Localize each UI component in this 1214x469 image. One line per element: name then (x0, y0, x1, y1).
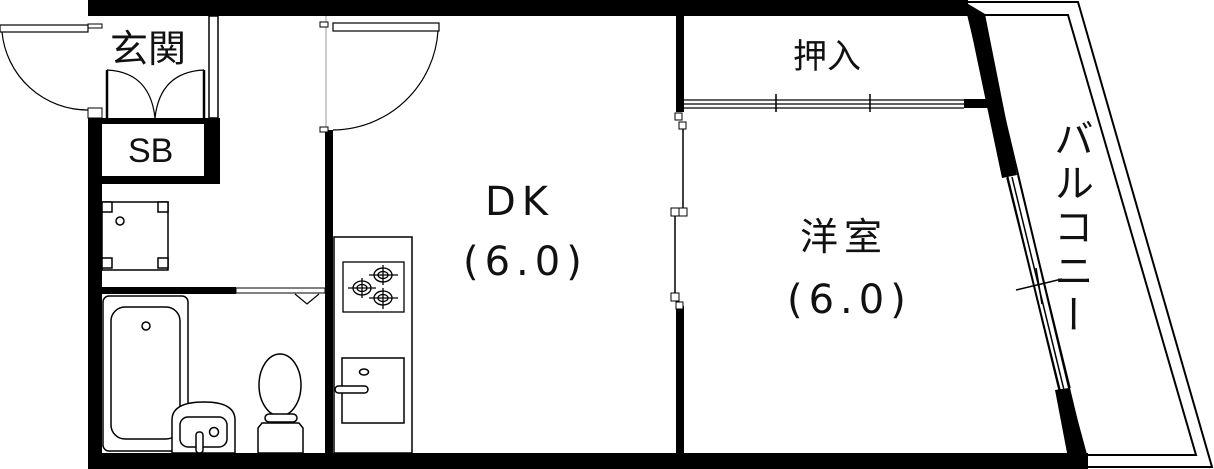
gas-stove (342, 261, 405, 313)
balcony-window (1006, 175, 1071, 391)
genkan-walls (87, 15, 220, 184)
washbasin (171, 401, 236, 454)
entrance-door (0, 24, 89, 111)
kitchen-sink (334, 357, 405, 424)
burner-top-right (369, 265, 398, 285)
exterior-walls (88, 0, 1088, 469)
burner-bottom-right (369, 288, 398, 309)
oshiire-label: 押入 (793, 37, 861, 77)
washing-machine-pan (101, 201, 169, 271)
balcony-label: バルコニー (1047, 118, 1093, 338)
dk-label: DK (485, 179, 555, 225)
toilet (257, 353, 304, 454)
dk-size: (6.0) (463, 239, 588, 285)
closet-sliding-doors (684, 94, 990, 112)
genkan-label: 玄関 (110, 27, 187, 71)
yoshitsu-size: (6.0) (787, 277, 912, 323)
shoe-box-label: SB (128, 132, 174, 170)
dk-entry-partition (319, 16, 333, 453)
burner-left (348, 278, 376, 298)
yoshitsu-label: 洋室 (800, 215, 889, 259)
dk-door (332, 22, 440, 131)
dk-yoshitsu-partition (670, 16, 688, 453)
bathroom-wall (102, 287, 326, 305)
bathtub (102, 295, 189, 452)
shoe-box-doors (105, 69, 206, 119)
